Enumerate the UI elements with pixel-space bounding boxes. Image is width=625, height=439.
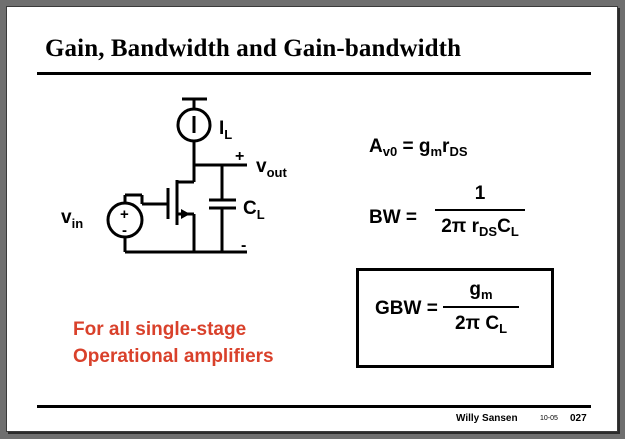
note-line-2: Operational amplifiers bbox=[73, 346, 274, 367]
gbw-fraction: gm 2π CL bbox=[443, 279, 519, 336]
bandwidth-fraction: 1 2π rDSCL bbox=[435, 183, 525, 239]
note-line-1: For all single-stage bbox=[73, 319, 247, 340]
page-number: 027 bbox=[570, 413, 587, 424]
gbw-label: GBW = bbox=[375, 298, 438, 319]
gbw-numerator: gm bbox=[469, 279, 493, 302]
output-plus-sign: + bbox=[235, 148, 244, 165]
gbw-denominator: 2π CL bbox=[454, 313, 508, 336]
gain-equation: Av0 = gmrDS bbox=[369, 136, 468, 159]
footer-author: Willy Sansen bbox=[456, 413, 518, 424]
fraction-bar bbox=[443, 306, 519, 308]
source-plus-sign: + bbox=[120, 206, 129, 223]
slide-title: Gain, Bandwidth and Gain-bandwidth bbox=[45, 35, 462, 62]
input-label: vin bbox=[61, 207, 83, 231]
gbw-box bbox=[356, 268, 554, 368]
fraction-bar bbox=[435, 209, 525, 211]
title-divider bbox=[37, 72, 591, 75]
capacitor-label: CL bbox=[243, 198, 265, 222]
footer-divider bbox=[37, 405, 591, 408]
output-minus-sign: - bbox=[241, 237, 246, 254]
slide: Gain, Bandwidth and Gain-bandwidth bbox=[6, 6, 618, 432]
source-minus-sign: - bbox=[122, 222, 127, 239]
current-source-label: IL bbox=[219, 118, 232, 142]
bandwidth-numerator: 1 bbox=[474, 183, 486, 204]
bandwidth-denominator: 2π rDSCL bbox=[441, 216, 519, 239]
source-arrow-icon bbox=[181, 209, 190, 219]
common-source-amplifier-circuit: + - + - IL vout CL vin bbox=[61, 97, 287, 254]
footer-date: 10-05 bbox=[540, 415, 558, 422]
output-label: vout bbox=[256, 156, 287, 180]
bandwidth-label: BW = bbox=[369, 207, 418, 228]
note-text: For all single-stage Operational amplifi… bbox=[73, 316, 274, 370]
